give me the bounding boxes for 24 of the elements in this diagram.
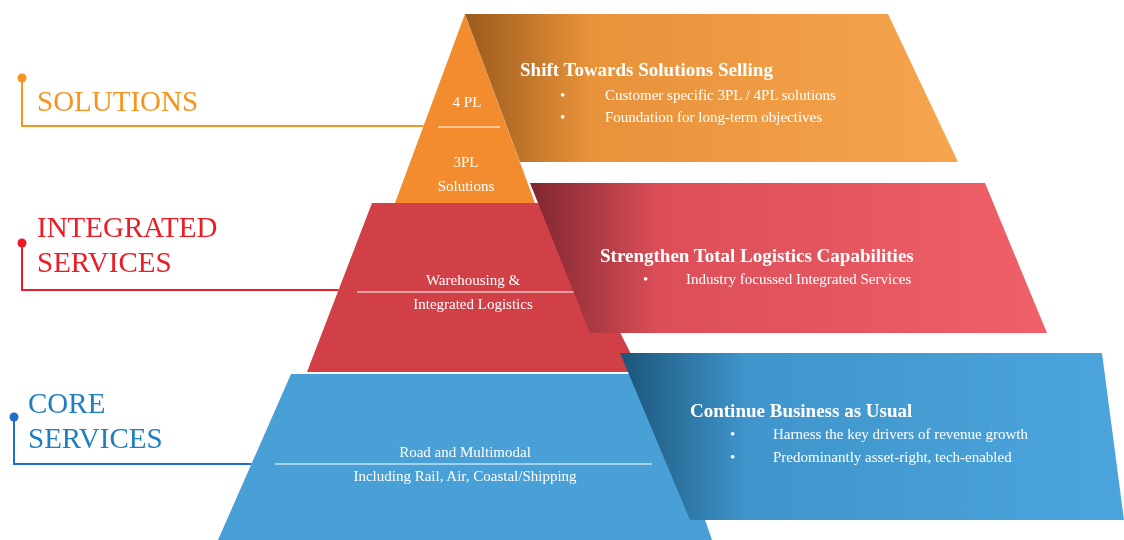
band-heading: Strengthen Total Logistics Capabilities [600,245,914,267]
tier-label: Road and Multimodal [398,444,532,461]
tier-label: Warehousing & Integrated Logistics [412,271,534,314]
band-heading: Shift Towards Solutions Selling [520,59,773,81]
bullet-point: Industry focussed Integrated Services [686,271,912,288]
bullet-marker: • [560,109,566,126]
bullet-point: Harness the key drivers of revenue growth [773,426,1028,443]
tier-label: 3PL Solutions [436,153,496,196]
bullet-marker: • [643,271,649,288]
tier-label: 4 PL [451,94,483,111]
leader-line [9,412,253,465]
band-heading: Continue Business as Usual [690,400,913,422]
bullet-point: Foundation for long-term objectives [605,109,823,126]
tier-label: Including Rail, Air, Coastal/Shipping [352,468,578,485]
bullet-marker: • [560,87,566,104]
leader-line [17,73,425,127]
bullet-point: Predominantly asset-right, tech-enabled [773,449,1012,466]
leader-line [17,238,340,291]
tier-title: INTEGRATED SERVICES [37,210,219,280]
bullet-marker: • [730,449,736,466]
tier-title: SOLUTIONS [37,84,200,119]
bullet-marker: • [730,426,736,443]
bullet-point: Customer specific 3PL / 4PL solutions [605,87,836,104]
tier-title: CORE SERVICES [28,386,164,456]
